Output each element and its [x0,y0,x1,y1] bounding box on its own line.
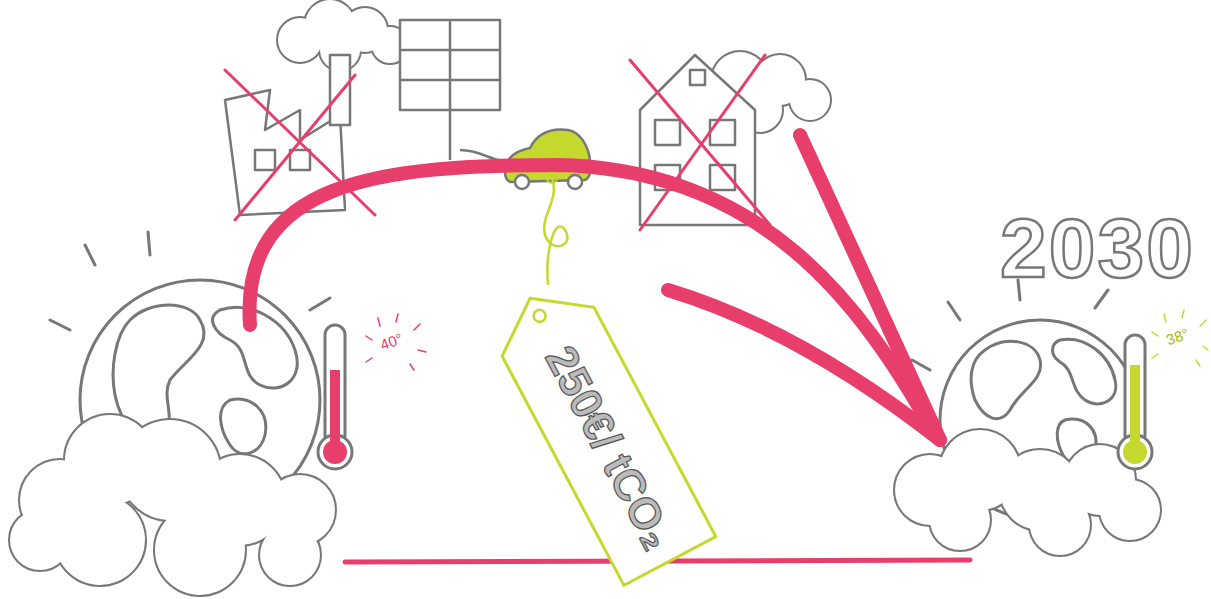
year-label: 2030 [1000,200,1195,297]
temperature-label: 40° [378,330,405,354]
price-tag: 250€/ tCO₂ [480,271,719,590]
temperature-label: 38° [1164,325,1191,349]
